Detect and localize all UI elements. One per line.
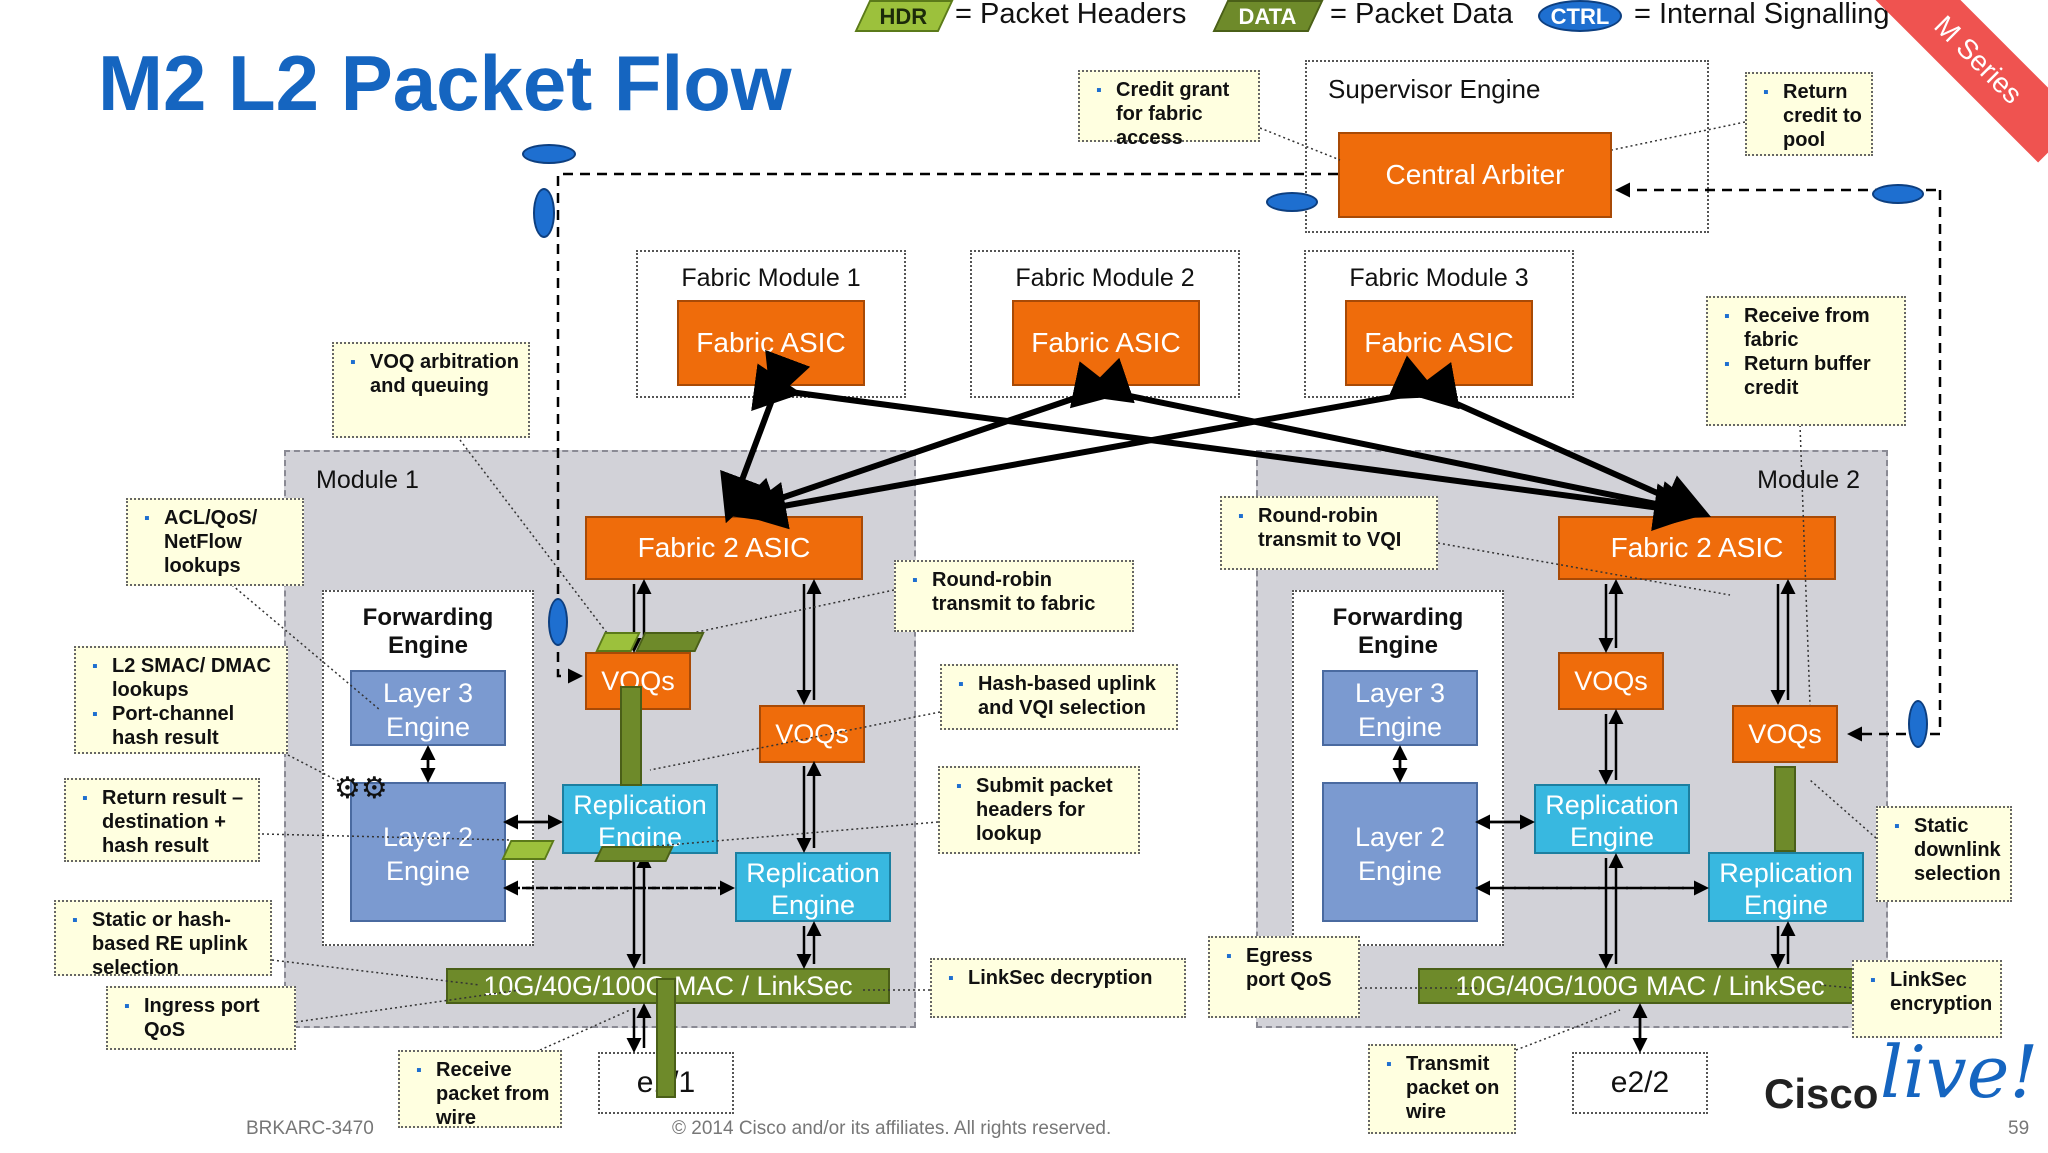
data-token-5 [1774,766,1796,852]
gear-icon: ⚙⚙ [334,772,388,805]
callout-submit-headers: Submit packet headers for lookup [938,766,1140,854]
module-2-mac-linksec: 10G/40G/100G MAC / LinkSec [1418,968,1862,1004]
callout-linksec-encryption: LinkSec encryption [1852,960,2002,1038]
footer-session-code: BRKARC-3470 [246,1118,374,1139]
callout-leaders [231,121,1877,1051]
callout-rr-fabric: Round-robin transmit to fabric [894,560,1134,632]
data-token-3 [594,846,674,862]
callout-transmit-wire: Transmit packet on wire [1368,1044,1516,1134]
data-token-4 [656,978,676,1098]
module-1-layer2-engine: Layer 2 Engine [350,782,506,922]
module-2-label: Module 2 [1757,466,1860,494]
cisco-logo-text: Cisco [1764,1070,1879,1117]
fabric-module-3-label: Fabric Module 3 [1349,264,1529,292]
legend-hdr-text: = Packet Headers [955,0,1187,30]
module-1-layer3-engine: Layer 3 Engine [350,670,506,746]
callout-egress-qos: Egress port QoS [1208,936,1360,1018]
data-token-1 [635,632,705,652]
callout-acl-qos: ACL/QoS/ NetFlow lookups [126,498,304,586]
ctrl-token-5 [548,598,568,646]
page-title: M2 L2 Packet Flow [98,39,792,127]
module-1-voqs-b: VOQs [759,705,865,763]
callout-voq-arbitration: VOQ arbitration and queuing [332,342,530,438]
ctrl-token-1 [522,144,576,164]
module-1-datapaths [420,579,822,1053]
cisco-live-logo: live! [1880,1030,2039,1114]
supervisor-engine-label: Supervisor Engine [1328,74,1541,104]
module-2-replication-engine-a: Replication Engine [1534,784,1690,854]
legend-ctrl-text: = Internal Signalling [1634,0,1890,30]
callout-ingress-qos: Ingress port QoS [106,986,296,1050]
module-1-forwarding-engine-label: Forwarding Engine [362,604,494,659]
module-2-replication-engine-b: Replication Engine [1708,852,1864,922]
module-2-datapaths [1392,579,1796,1053]
fabric-module-2-label: Fabric Module 2 [1015,264,1195,292]
callout-l2-smac: L2 SMAC/ DMAC lookupsPort-channel hash r… [74,646,288,754]
ctrl-token-4 [1872,184,1924,204]
module-2-voqs-b: VOQs [1732,705,1838,763]
callout-return-credit: Return credit to pool [1745,72,1873,156]
module-2-layer2-engine: Layer 2 Engine [1322,782,1478,922]
callout-receive-from-fabric: Receive from fabricReturn buffer credit [1706,296,1906,426]
footer-copyright: © 2014 Cisco and/or its affiliates. All … [672,1118,1112,1139]
callout-hash-uplink: Hash-based uplink and VQI selection [940,664,1178,730]
legend-ctrl-tag: CTRL [1538,0,1622,32]
callout-static-re: Static or hash-based RE uplink selection [54,900,272,979]
callout-receive-wire: Receive packet from wire [398,1050,562,1129]
central-arbiter: Central Arbiter [1338,132,1612,218]
ctrl-token-3 [1266,192,1318,212]
data-token-2 [620,686,642,786]
callout-return-result: Return result – destination + hash resul… [64,778,260,862]
port-e2-2: e2/2 [1572,1052,1708,1114]
callout-rr-vqi: Round-robin transmit to VQI [1220,496,1438,570]
fabric-mesh [720,349,1711,532]
fabric-module-1-label: Fabric Module 1 [681,264,861,292]
legend-data-text: = Packet Data [1330,0,1513,30]
footer-page-number: 59 [2008,1118,2030,1139]
module-2-forwarding-engine-label: Forwarding Engine [1332,604,1464,659]
ctrl-token-2 [533,188,555,238]
callout-linksec-decryption: LinkSec decryption [930,958,1186,1018]
module-1-label: Module 1 [316,466,419,494]
callout-credit-grant: Credit grant for fabric access [1078,70,1260,149]
ctrl-token-6 [1908,700,1928,748]
callout-static-downlink: Static downlink selection [1876,806,2012,902]
header-token-2 [501,840,555,860]
